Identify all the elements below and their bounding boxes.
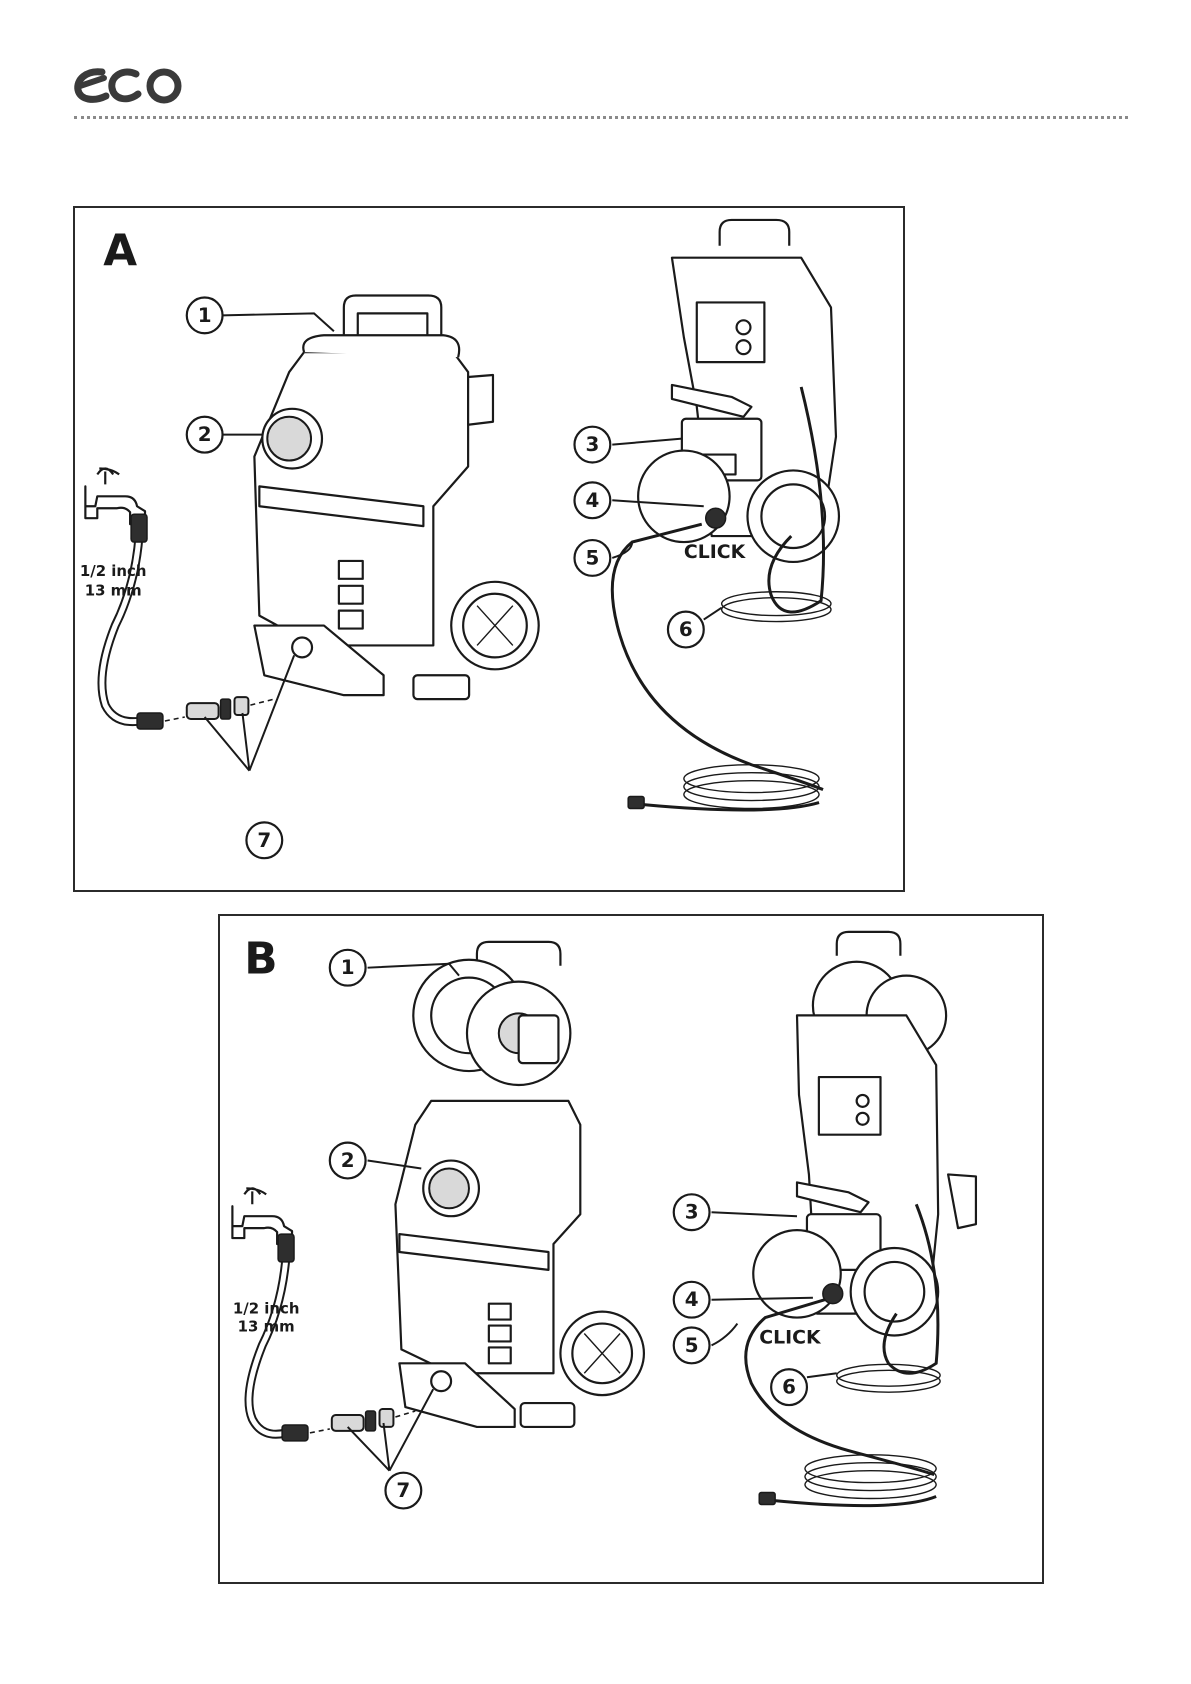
click-label-b: CLICK [759, 1326, 822, 1348]
callout-2-a: 2 [185, 415, 224, 454]
callout-4-b: 4 [672, 1280, 711, 1319]
callout-1-b: 1 [328, 948, 367, 987]
figure-panel-b: B [218, 914, 1044, 1584]
callout-2-b: 2 [328, 1141, 367, 1180]
pressure-washer-front-a [253, 294, 540, 701]
callout-5-b: 5 [672, 1326, 711, 1365]
hose-size-mm-b: 13 mm [238, 1318, 295, 1336]
panel-b-letter: B [244, 934, 277, 985]
svg-text:5: 5 [685, 1334, 699, 1357]
svg-text:4: 4 [585, 489, 599, 512]
pressure-hose-a [610, 522, 824, 791]
callout-3-a: 3 [573, 425, 612, 464]
svg-text:7: 7 [257, 829, 271, 852]
callout-6-a: 6 [666, 610, 705, 649]
figure-panel-a: A [73, 206, 905, 892]
svg-text:2: 2 [198, 423, 212, 446]
click-label-a: CLICK [684, 541, 747, 563]
header-divider [74, 116, 1128, 119]
svg-text:7: 7 [396, 1479, 410, 1502]
pressure-washer-rear-b [752, 930, 978, 1393]
svg-text:1: 1 [341, 956, 355, 979]
callout-5-a: 5 [573, 538, 612, 577]
brand-logo [72, 52, 192, 112]
callout-7-b: 7 [384, 1471, 423, 1510]
svg-text:6: 6 [679, 618, 693, 641]
panel-a-letter: A [103, 226, 137, 277]
svg-text:4: 4 [685, 1288, 699, 1311]
eco-logo-icon [74, 68, 182, 104]
hose-size-mm-a: 13 mm [85, 582, 142, 600]
callout-3-b: 3 [672, 1193, 711, 1232]
inlet-connector-set-b [330, 1408, 416, 1432]
svg-text:6: 6 [782, 1376, 796, 1399]
svg-text:1: 1 [198, 304, 212, 327]
inlet-connector-set-a [185, 696, 275, 720]
svg-text:3: 3 [685, 1201, 699, 1224]
svg-text:3: 3 [585, 433, 599, 456]
callout-4-a: 4 [573, 481, 612, 520]
panel-a-illustration: A [80, 218, 841, 860]
svg-text:5: 5 [585, 546, 599, 569]
panel-b-illustration: B [231, 930, 978, 1510]
pressure-washer-front-b [394, 940, 646, 1429]
callout-7-a: 7 [245, 821, 284, 860]
hose-size-inch-b: 1/2 inch [233, 1300, 300, 1318]
callout-1-a: 1 [185, 296, 224, 335]
callout-6-b: 6 [770, 1368, 809, 1407]
svg-text:2: 2 [341, 1149, 355, 1172]
hose-size-inch-a: 1/2 inch [80, 562, 147, 580]
pressure-washer-rear-a [637, 218, 841, 623]
